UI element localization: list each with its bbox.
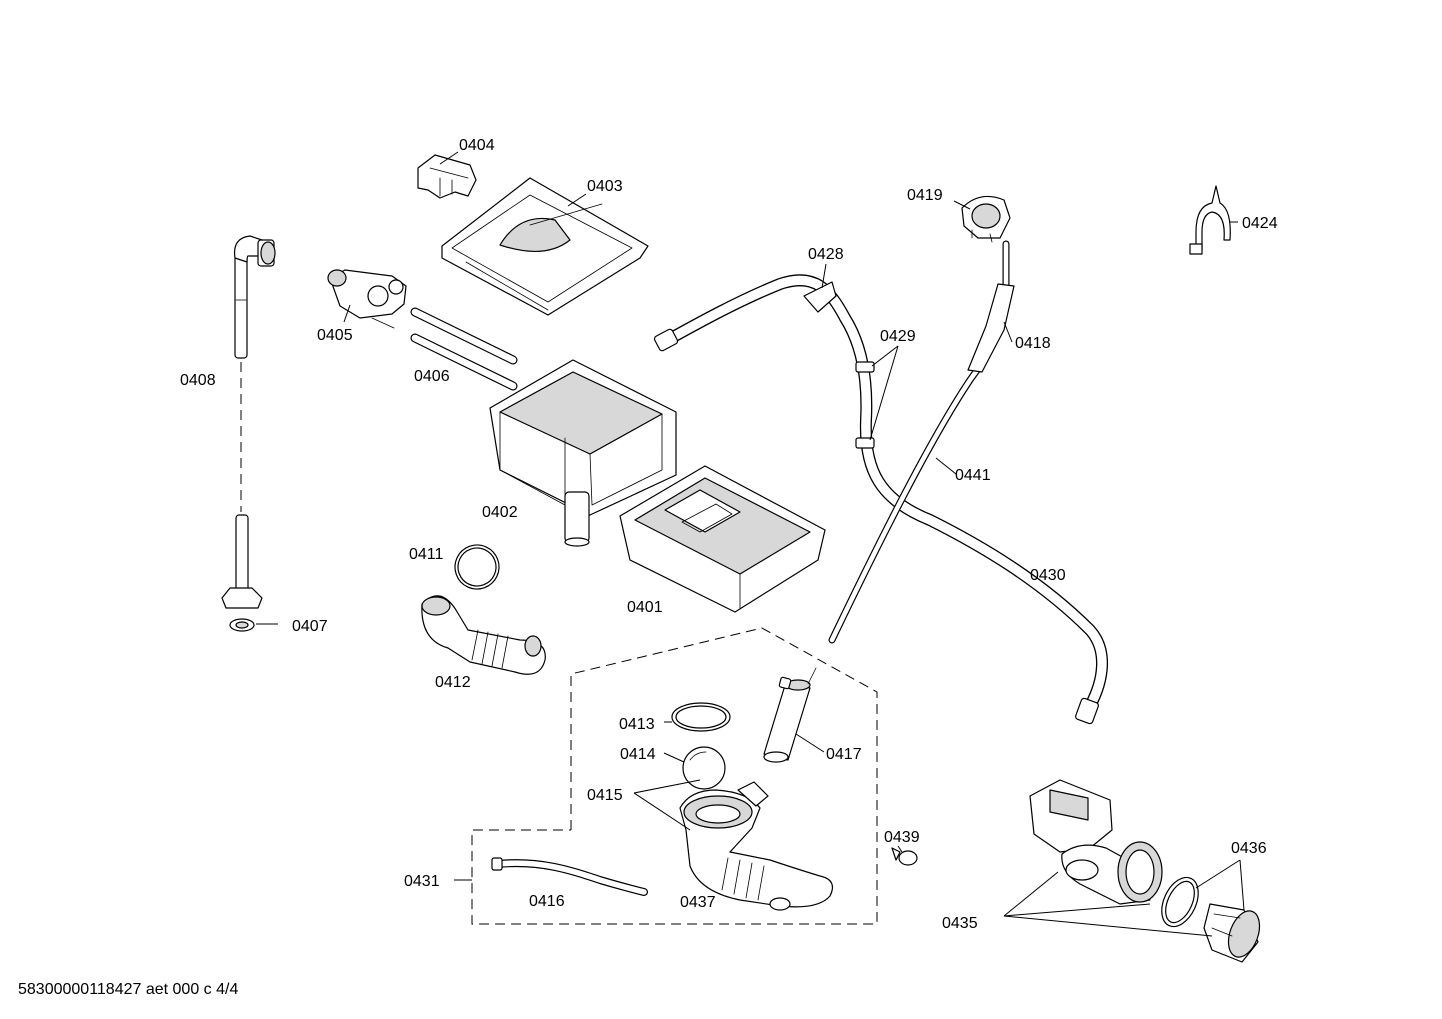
label-0402[interactable]: 0402 (482, 504, 518, 521)
part-0414-ball[interactable] (682, 746, 726, 790)
label-0441[interactable]: 0441 (955, 467, 991, 484)
label-0418[interactable]: 0418 (1015, 335, 1051, 352)
subassembly-0431-outline (471, 627, 878, 925)
label-0424[interactable]: 0424 (1242, 215, 1278, 232)
part-labels: 0404 0403 0405 0406 0408 0402 0411 0401 … (180, 137, 1278, 932)
part-0419-pressure-switch[interactable] (961, 195, 1011, 243)
label-0411[interactable]: 0411 (409, 546, 444, 563)
label-0407[interactable]: 0407 (292, 618, 328, 635)
label-0416[interactable]: 0416 (529, 893, 565, 910)
label-0436[interactable]: 0436 (1231, 840, 1267, 857)
label-0414[interactable]: 0414 (620, 746, 656, 763)
part-0424-bracket[interactable] (1189, 185, 1231, 255)
part-0411-seal-ring[interactable] (449, 539, 505, 595)
part-0407-nut-and-washer[interactable] (221, 514, 263, 632)
part-0405-inlet-valve[interactable] (327, 269, 407, 329)
label-0404[interactable]: 0404 (459, 137, 495, 154)
label-0419[interactable]: 0419 (907, 187, 943, 204)
leader-lines (256, 151, 1245, 937)
part-0429-hose-clamps[interactable] (855, 361, 875, 449)
part-0406-rods[interactable] (410, 307, 518, 391)
label-0415[interactable]: 0415 (587, 787, 623, 804)
part-0439-hose-clip[interactable] (891, 847, 918, 866)
label-0412[interactable]: 0412 (435, 674, 471, 691)
drawing-reference-footer: 58300000118427 aet 000 c 4/4 (18, 981, 239, 998)
part-0413-seal-ring[interactable] (671, 702, 731, 732)
label-0408[interactable]: 0408 (180, 372, 216, 389)
part-0417-air-trap[interactable] (763, 667, 817, 763)
label-0417[interactable]: 0417 (826, 746, 862, 763)
label-0429[interactable]: 0429 (880, 328, 916, 345)
part-0435-drain-pump[interactable] (1029, 779, 1163, 905)
label-0435[interactable]: 0435 (942, 915, 978, 932)
label-0431[interactable]: 0431 (404, 873, 440, 890)
part-0404-clip[interactable] (417, 154, 477, 199)
label-0406[interactable]: 0406 (414, 368, 450, 385)
part-0401-detergent-drawer[interactable] (619, 465, 826, 613)
label-0439[interactable]: 0439 (884, 829, 920, 846)
part-0408-elbow-hose[interactable] (233, 235, 276, 359)
label-0413[interactable]: 0413 (619, 716, 655, 733)
label-0428[interactable]: 0428 (808, 246, 844, 263)
part-0436-seal-and-filter[interactable] (1155, 872, 1266, 963)
part-0402-dispenser-housing[interactable] (489, 359, 677, 547)
part-0430-drain-hose[interactable] (653, 274, 1108, 725)
label-0403[interactable]: 0403 (587, 178, 623, 195)
part-0403-dispenser-cover[interactable] (441, 177, 649, 316)
label-0401[interactable]: 0401 (627, 599, 663, 616)
part-0412-bellows-hose[interactable] (421, 595, 546, 675)
label-0405[interactable]: 0405 (317, 327, 353, 344)
part-0418-hose-sleeve[interactable] (967, 283, 1015, 373)
label-0437[interactable]: 0437 (680, 894, 716, 911)
part-0416-vent-hose[interactable] (491, 857, 648, 896)
part-0437-sump-hose[interactable] (679, 781, 833, 911)
label-0430[interactable]: 0430 (1030, 567, 1066, 584)
